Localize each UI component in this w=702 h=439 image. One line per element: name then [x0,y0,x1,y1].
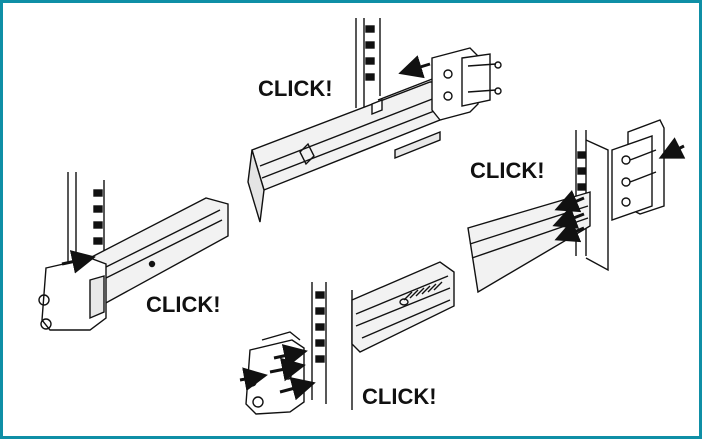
top-rail-assembly [247,18,502,223]
right-slide-rail [467,191,591,294]
right-arrow-3 [554,220,585,243]
right-mounting-bracket [611,119,665,221]
click-label-left: CLICK! [146,292,221,317]
bottom-mounting-bracket [245,331,305,415]
right-top-arrow [658,137,686,159]
click-label-bottom: CLICK! [362,384,437,409]
left-insert-arrow [61,250,96,274]
top-insert-arrow [398,55,431,79]
top-slide-rail [247,75,446,223]
bottom-spring [399,281,443,306]
left-rail-assembly [38,172,229,331]
bottom-arrow-3 [279,377,316,401]
left-slide-rail [81,197,229,305]
click-label-right: CLICK! [470,158,545,183]
bottom-rack-post [311,282,353,410]
bottom-arrow-2 [269,357,306,382]
left-mounting-bracket [38,257,107,331]
right-arrow-1 [554,190,585,213]
click-label-top: CLICK! [258,76,333,101]
bottom-slide-rail [351,261,455,353]
top-rack-post [355,18,381,108]
right-rail-assembly [467,119,686,294]
bottom-rail-assembly [239,261,455,415]
top-mounting-bracket [431,47,502,121]
bottom-arrow-4 [239,367,268,392]
bottom-arrow-1 [273,344,308,368]
